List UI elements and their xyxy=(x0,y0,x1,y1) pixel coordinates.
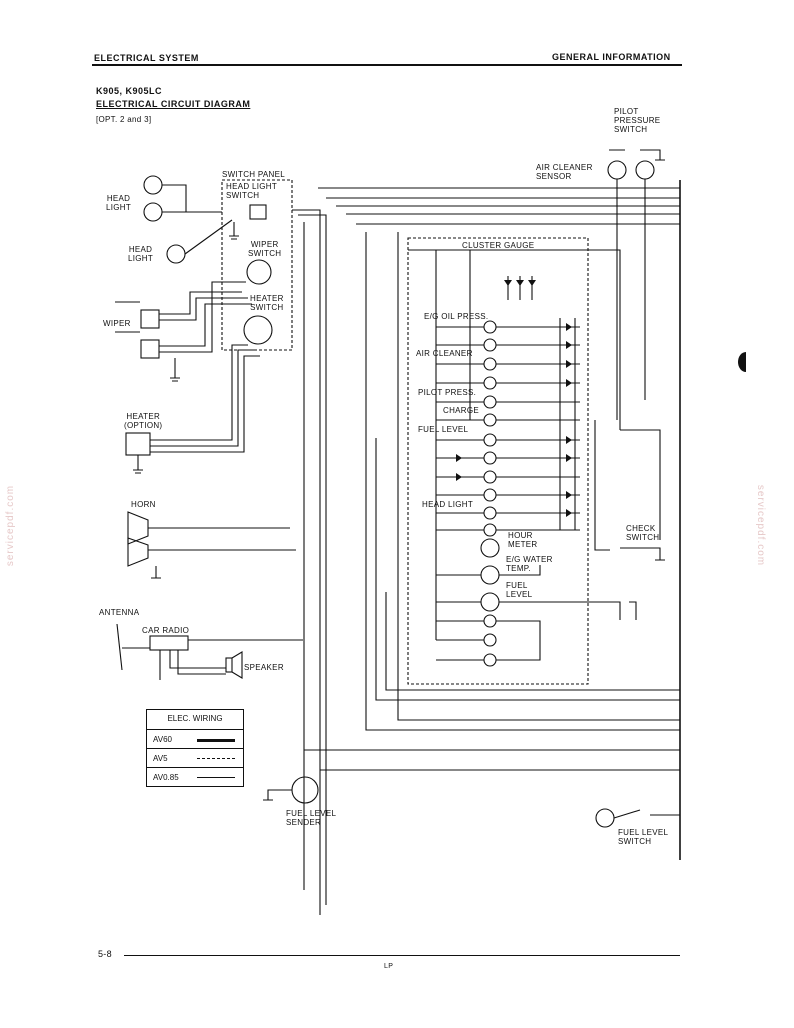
head-light-ind-label: HEAD LIGHT xyxy=(422,500,474,509)
fuel-level-gauge-label: FUEL LEVEL xyxy=(506,581,533,599)
fuel-level-sender xyxy=(291,776,319,804)
pilot-pressure-switch-label: PILOT PRESSURE SWITCH xyxy=(614,107,661,134)
speaker-label: SPEAKER xyxy=(244,663,284,672)
air-cleaner-sensor xyxy=(607,160,627,180)
option-label: [OPT. 2 and 3] xyxy=(96,115,152,124)
wiring-legend: ELEC. WIRING AV60 AV5 AV0.85 xyxy=(146,709,244,787)
legend-code: AV5 xyxy=(153,754,168,763)
head-light-lamp-3 xyxy=(166,244,186,264)
heater-option-label: HEATER (OPTION) xyxy=(124,412,163,430)
head-light-label-1: HEAD LIGHT xyxy=(106,194,132,212)
switch-panel-label: SWITCH PANEL xyxy=(222,170,286,179)
speaker xyxy=(225,657,233,673)
legend-line-thick xyxy=(197,739,235,742)
heater-unit xyxy=(125,432,151,456)
cluster-gauge-label: CLUSTER GAUGE xyxy=(462,241,535,250)
wiper-label: WIPER xyxy=(103,319,131,328)
head-light-switch xyxy=(249,204,267,220)
hour-meter xyxy=(480,538,500,558)
fuel-level-gauge xyxy=(480,592,500,612)
page-number: 5-8 xyxy=(98,949,112,959)
pilot-pressure-switch xyxy=(635,160,655,180)
legend-title: ELEC. WIRING xyxy=(167,714,223,723)
horn-1 xyxy=(127,511,149,545)
air-cleaner-label: AIR CLEANER xyxy=(416,349,473,358)
legend-code: AV60 xyxy=(153,735,172,744)
model-title: K905, K905LC xyxy=(96,86,163,96)
heater-switch-label: HEATER SWITCH xyxy=(250,294,284,312)
legend-row-thin: AV0.85 xyxy=(147,767,243,787)
charge-label: CHARGE xyxy=(443,406,480,415)
diagram-title: ELECTRICAL CIRCUIT DIAGRAM xyxy=(96,99,251,109)
eg-oil-press-label: E/G OIL PRESS. xyxy=(424,312,489,321)
fuel-level-switch-label: FUEL LEVEL SWITCH xyxy=(618,828,669,846)
heater-switch xyxy=(243,315,273,345)
header-right: GENERAL INFORMATION xyxy=(552,52,671,62)
eg-water-temp-label: E/G WATER TEMP. xyxy=(506,555,553,573)
head-light-lamp-1 xyxy=(143,175,163,195)
wiper-motor-2 xyxy=(140,339,160,359)
wiper-switch-label: WIPER SWITCH xyxy=(248,240,282,258)
legend-row-dashed: AV5 xyxy=(147,748,243,768)
antenna-label: ANTENNA xyxy=(99,608,140,617)
footer-code: LP xyxy=(384,963,394,970)
fuel-level-sender-label: FUEL LEVEL SENDER xyxy=(286,809,337,827)
legend-row-thick: AV60 xyxy=(147,729,243,749)
legend-code: AV0.85 xyxy=(153,773,179,782)
wiper-motor-1 xyxy=(140,309,160,329)
legend-line-dashed xyxy=(197,758,235,759)
horn-2 xyxy=(127,537,149,567)
car-radio-label: CAR RADIO xyxy=(142,626,190,635)
head-light-switch-label: HEAD LIGHT SWITCH xyxy=(226,182,278,200)
legend-line-thin xyxy=(197,777,235,778)
wiper-switch xyxy=(246,259,272,285)
head-light-label-2: HEAD LIGHT xyxy=(128,245,154,263)
pilot-press-label: PILOT PRESS. xyxy=(418,388,477,397)
horn-label: HORN xyxy=(131,500,156,509)
water-temp-gauge xyxy=(480,565,500,585)
car-radio xyxy=(149,635,189,651)
margin-mark xyxy=(738,352,746,372)
fuel-level-switch xyxy=(595,808,615,828)
hour-meter-label: HOUR METER xyxy=(508,531,538,549)
air-cleaner-sensor-label: AIR CLEANER SENSOR xyxy=(536,163,593,181)
footer-rule xyxy=(124,955,680,956)
header-rule xyxy=(92,64,682,66)
head-light-lamp-2 xyxy=(143,202,163,222)
cluster-gauge-box xyxy=(407,237,589,685)
switch-panel-box xyxy=(221,179,293,351)
fuel-level-label: FUEL LEVEL xyxy=(418,425,469,434)
check-switch-label: CHECK SWITCH xyxy=(626,524,660,542)
header-left: ELECTRICAL SYSTEM xyxy=(94,53,199,63)
